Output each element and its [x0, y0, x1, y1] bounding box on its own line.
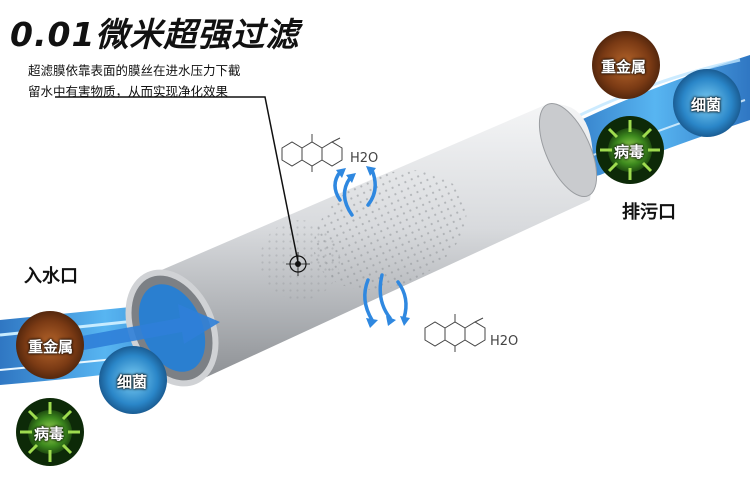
virus-icon — [596, 116, 664, 184]
description-line-1: 超滤膜依靠表面的膜丝在进水压力下截 — [28, 63, 241, 78]
virus-label: 病毒 — [614, 143, 645, 161]
heavy-metal-label-inlet: 重金属 — [28, 338, 74, 356]
molecule-label-bottom: H2O — [490, 334, 518, 349]
bacteria-label: 细菌 — [691, 96, 722, 114]
membrane-tube — [125, 102, 598, 387]
outlet-label: 排污口 — [622, 202, 676, 223]
callout-leader — [55, 96, 310, 276]
inlet-flow-arrow — [60, 304, 220, 354]
bacteria-label-inlet: 细菌 — [117, 373, 148, 391]
permeate-arrows-top — [333, 166, 377, 217]
molecule-icon-top — [281, 134, 343, 172]
molecule-label-top: H2O — [350, 151, 378, 166]
permeate-arrows-bottom — [363, 273, 410, 328]
description-line-2: 留水中有害物质，从而实现净化效果 — [28, 84, 229, 99]
headline: 0.01微米超强过滤 — [10, 15, 300, 54]
bacteria-icon-inlet — [99, 346, 167, 414]
heavy-metal-label: 重金属 — [601, 58, 647, 76]
heavy-metal-particle-icon-inlet — [16, 311, 84, 379]
virus-icon-inlet — [16, 398, 84, 466]
molecule-icon-bottom — [424, 314, 486, 352]
bacteria-icon — [673, 69, 741, 137]
virus-label-inlet: 病毒 — [34, 425, 65, 443]
heavy-metal-particle-icon — [592, 31, 660, 99]
inlet-label: 入水口 — [24, 266, 78, 287]
